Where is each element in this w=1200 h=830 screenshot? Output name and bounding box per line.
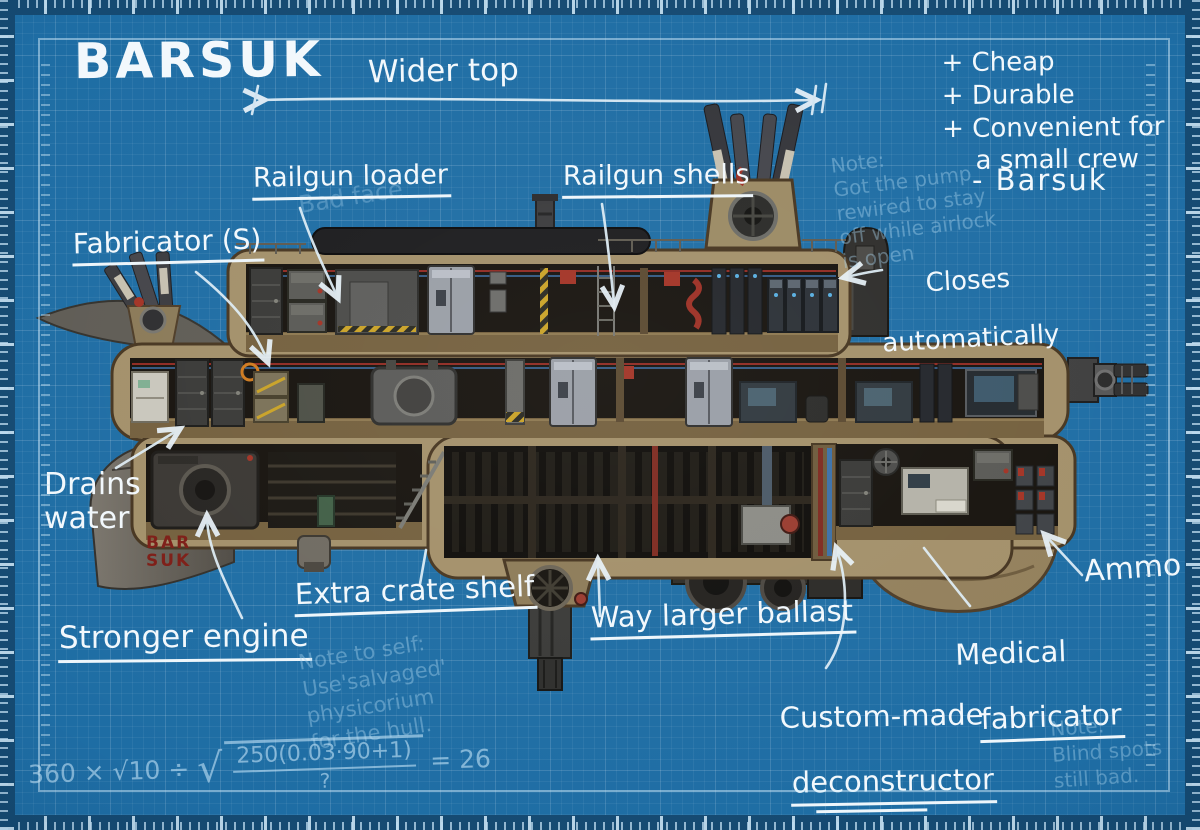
arrow-drains-water [114, 425, 186, 470]
arrow-ammo [1040, 529, 1084, 577]
inner-ruler-left [41, 64, 50, 766]
signature: - Barsuk [972, 163, 1108, 197]
ruler-right [1185, 0, 1200, 830]
blueprint-frame [38, 38, 1170, 792]
arrow-stronger-engine [194, 509, 244, 620]
line-extra-crate-shelf [418, 548, 428, 586]
nose-gun [1067, 357, 1149, 403]
railgun-turret [703, 103, 804, 250]
dimension-tick-right2 [820, 82, 828, 114]
arrow-railgun-shells [599, 202, 626, 313]
dimension-arrow [242, 87, 823, 114]
ruler-left [0, 0, 15, 830]
dimension-tick-right1 [810, 84, 818, 116]
engine-room [146, 444, 446, 540]
arrow-railgun-loader [298, 206, 342, 304]
arrow-deconstructor [824, 542, 855, 670]
mid-deck-room [130, 357, 1044, 438]
ruler-bottom [0, 815, 1200, 830]
arrow-way-larger-ballast [585, 553, 612, 618]
ballast-pump-housing [502, 558, 598, 611]
hull-name-line1: BAR [146, 533, 191, 553]
inner-ruler-right [1146, 64, 1155, 766]
hull-name: BAR SUK [146, 533, 191, 571]
coilgun-turret [104, 251, 182, 349]
label-drains-water: Drains water [44, 467, 141, 536]
arrow-closes-automatically [837, 260, 884, 286]
arrow-fabricator [194, 270, 273, 368]
ballast-tank [444, 443, 837, 561]
hull-name-line2: SUK [146, 551, 191, 571]
pump-lower-machinery [528, 601, 572, 691]
keel-thruster [297, 535, 331, 572]
line-medical-fabricator [922, 546, 972, 608]
dimension-tick-left [250, 84, 260, 116]
top-deck-room [246, 264, 839, 352]
ruler-top [0, 0, 1200, 15]
medical-room [836, 444, 1058, 540]
